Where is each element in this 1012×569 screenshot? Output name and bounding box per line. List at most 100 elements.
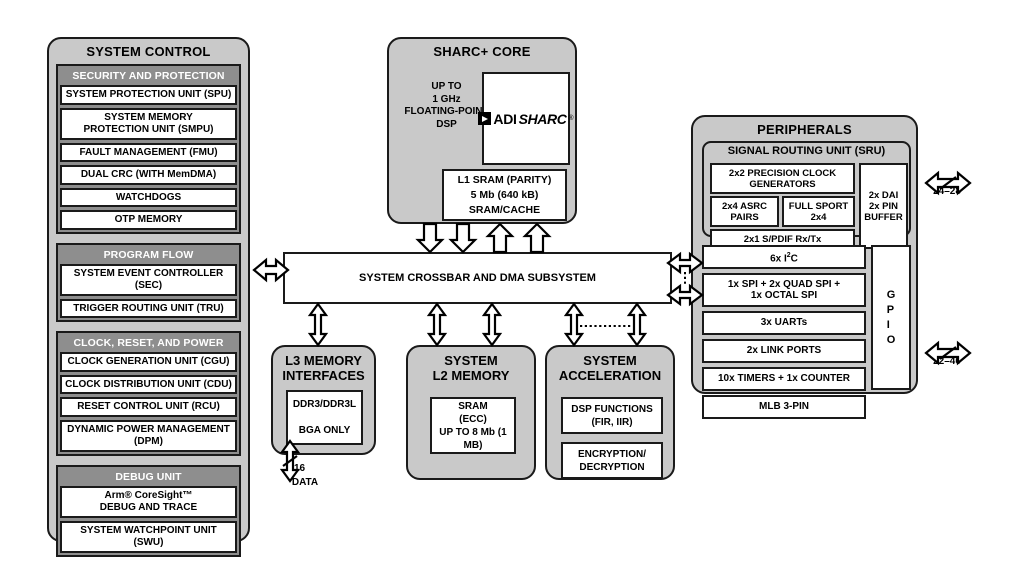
group-program-flow: PROGRAM FLOW SYSTEM EVENT CONTROLLER (SE… xyxy=(56,242,241,322)
dai-bus-label: 24–28 xyxy=(933,186,961,197)
l1-sram-block: L1 SRAM (PARITY) 5 Mb (640 kB) SRAM/CACH… xyxy=(442,169,567,221)
adi-triangle-icon xyxy=(478,112,492,125)
adi-brand-text: ADI xyxy=(493,110,517,127)
l1-line-2: 5 Mb (640 kB) xyxy=(470,189,539,201)
l2-line-1: SRAM xyxy=(458,400,488,412)
peripheral-list: 6x I2C 1x SPI + 2x QUAD SPI + 1x OCTAL S… xyxy=(702,245,866,423)
system-l2-memory-panel: SYSTEM L2 MEMORY SRAM (ECC) UP TO 8 Mb (… xyxy=(406,345,536,480)
adi-sharc-logo: ADI SHARC® xyxy=(478,72,574,165)
arrow-crossbar-l2-a xyxy=(426,302,448,347)
pcg-line-1: 2x2 PRECISION CLOCK xyxy=(728,167,837,179)
system-acceleration-title: SYSTEM ACCELERATION xyxy=(558,353,662,383)
cell-watchdogs: WATCHDOGS xyxy=(60,187,237,207)
peripheral-link-ports: 2x LINK PORTS xyxy=(702,339,866,363)
system-control-panel: SYSTEM CONTROL SECURITY AND PROTECTION S… xyxy=(47,37,250,557)
cell-dpm: DYNAMIC POWER MANAGEMENT (DPM) xyxy=(60,419,237,452)
dai-line-1: 2x DAI xyxy=(868,189,899,201)
arrow-sharc-to-crossbar-2 xyxy=(448,222,478,254)
group-title: SECURITY AND PROTECTION xyxy=(72,70,225,82)
dai-pin-buffer-cell: 2x DAI 2x PIN BUFFER xyxy=(859,163,908,249)
l2-sram-block: SRAM (ECC) UP TO 8 Mb (1 MB) xyxy=(430,397,516,454)
cell-tru: TRIGGER ROUTING UNIT (TRU) xyxy=(60,298,237,318)
ddr3-line-2: BGA ONLY xyxy=(298,424,351,436)
l2-line-3: UP TO 8 Mb (1 MB) xyxy=(439,426,507,451)
l3-memory-title: L3 MEMORY INTERFACES xyxy=(282,353,365,383)
asrc-line-2: PAIRS xyxy=(730,211,759,223)
precision-clock-generators-cell: 2x2 PRECISION CLOCK GENERATORS xyxy=(710,163,855,194)
sharc-core-blurb: UP TO 1 GHz FLOATING-POINT DSP xyxy=(404,81,489,130)
l3-bus-width-label: 16 xyxy=(294,463,306,474)
dsp-functions-block: DSP FUNCTIONS (FIR, IIR) xyxy=(561,397,663,434)
cell-fmu: FAULT MANAGEMENT (FMU) xyxy=(60,142,237,162)
peripheral-mlb: MLB 3-PIN xyxy=(702,395,866,419)
arrow-crossbar-to-sharc-2 xyxy=(522,222,552,254)
arrow-crossbar-l3 xyxy=(307,302,329,347)
peripheral-timers: 10x TIMERS + 1x COUNTER xyxy=(702,367,866,391)
arrow-sharc-to-crossbar-1 xyxy=(415,222,445,254)
sport-line-2: 2x4 xyxy=(810,211,827,223)
cell-spu: SYSTEM PROTECTION UNIT (SPU) xyxy=(60,85,237,105)
sru-title: SIGNAL ROUTING UNIT (SRU) xyxy=(727,145,886,157)
group-clock-reset-power: CLOCK, RESET, AND POWER CLOCK GENERATION… xyxy=(56,331,241,456)
cell-cgu: CLOCK GENERATION UNIT (CGU) xyxy=(60,352,237,372)
sharc-product-text: SHARC xyxy=(518,110,567,127)
arrow-crossbar-l2-b xyxy=(481,302,503,347)
system-crossbar-block: SYSTEM CROSSBAR AND DMA SUBSYSTEM xyxy=(283,252,672,304)
l3-memory-interfaces-panel: L3 MEMORY INTERFACES DDR3/DDR3L BGA ONLY xyxy=(271,345,376,455)
encryption-block: ENCRYPTION/ DECRYPTION xyxy=(561,442,663,479)
l1-line-1: L1 SRAM (PARITY) xyxy=(457,174,552,186)
enc-line-2: DECRYPTION xyxy=(579,461,645,473)
enc-line-1: ENCRYPTION/ xyxy=(578,448,646,460)
pcg-line-2: GENERATORS xyxy=(749,178,816,190)
registered-mark-icon: ® xyxy=(568,115,574,122)
cell-coresight: Arm® CoreSight™ DEBUG AND TRACE xyxy=(60,485,237,518)
peripherals-panel: PERIPHERALS SIGNAL ROUTING UNIT (SRU) 2x… xyxy=(691,115,918,419)
group-security-and-protection: SECURITY AND PROTECTION SYSTEM PROTECTIO… xyxy=(56,64,241,234)
i2c-superscript: 2 xyxy=(786,251,791,259)
group-title: PROGRAM FLOW xyxy=(103,248,194,261)
dai-line-3: BUFFER xyxy=(864,211,903,223)
sport-line-1: FULL SPORT xyxy=(788,200,849,212)
cell-dual-crc: DUAL CRC (WITH MemDMA) xyxy=(60,165,237,185)
arrow-crossbar-accel-b xyxy=(626,302,648,347)
sharc-core-panel: SHARC+ CORE UP TO 1 GHz FLOATING-POINT D… xyxy=(387,37,577,224)
group-debug-unit: DEBUG UNIT Arm® CoreSight™ DEBUG AND TRA… xyxy=(56,464,241,557)
l2-memory-title: SYSTEM L2 MEMORY xyxy=(432,353,510,383)
cell-sec: SYSTEM EVENT CONTROLLER (SEC) xyxy=(60,263,237,296)
crossbar-label: SYSTEM CROSSBAR AND DMA SUBSYSTEM xyxy=(359,272,596,284)
gpio-bus-label: 22–40 xyxy=(933,356,961,367)
peripheral-i2c: 6x I2C xyxy=(702,245,866,269)
l2-line-2: (ECC) xyxy=(459,413,487,425)
cell-rcu: RESET CONTROL UNIT (RCU) xyxy=(60,397,237,417)
cell-swu: SYSTEM WATCHPOINT UNIT (SWU) xyxy=(60,520,237,553)
system-control-title: SYSTEM CONTROL xyxy=(86,44,211,59)
signal-routing-unit-block: SIGNAL ROUTING UNIT (SRU) 2x2 PRECISION … xyxy=(702,141,911,249)
ddr3-block: DDR3/DDR3L BGA ONLY xyxy=(286,390,363,445)
group-title: CLOCK, RESET, AND POWER xyxy=(73,337,224,349)
l3-bus-data-label: DATA xyxy=(291,477,319,488)
dsp-line-1: DSP FUNCTIONS xyxy=(571,403,653,415)
cell-smpu: SYSTEM MEMORY PROTECTION UNIT (SMPU) xyxy=(60,107,237,140)
peripheral-spi: 1x SPI + 2x QUAD SPI + 1x OCTAL SPI xyxy=(702,273,866,307)
arrow-crossbar-accel-a xyxy=(563,302,585,347)
full-sport-cell: FULL SPORT 2x4 xyxy=(782,196,855,227)
system-acceleration-panel: SYSTEM ACCELERATION DSP FUNCTIONS (FIR, … xyxy=(545,345,675,480)
i2c-suffix: C xyxy=(790,252,798,264)
arrow-crossbar-to-sharc-1 xyxy=(485,222,515,254)
cell-otp-memory: OTP MEMORY xyxy=(60,210,237,230)
sharc-core-title: SHARC+ CORE xyxy=(433,44,531,59)
asrc-line-1: 2x4 ASRC xyxy=(721,200,768,212)
peripherals-title: PERIPHERALS xyxy=(757,122,852,137)
ddr3-line-1: DDR3/DDR3L xyxy=(292,399,357,411)
asrc-pairs-cell: 2x4 ASRC PAIRS xyxy=(710,196,779,227)
group-title: DEBUG UNIT xyxy=(115,470,182,483)
dsp-line-2: (FIR, IIR) xyxy=(591,416,633,428)
i2c-prefix: 6x I xyxy=(770,252,787,264)
peripheral-uarts: 3x UARTs xyxy=(702,311,866,335)
l1-line-3: SRAM/CACHE xyxy=(468,204,541,216)
dai-line-2: 2x PIN xyxy=(868,200,899,212)
spdif-label: 2x1 S/PDIF Rx/Tx xyxy=(743,233,822,245)
